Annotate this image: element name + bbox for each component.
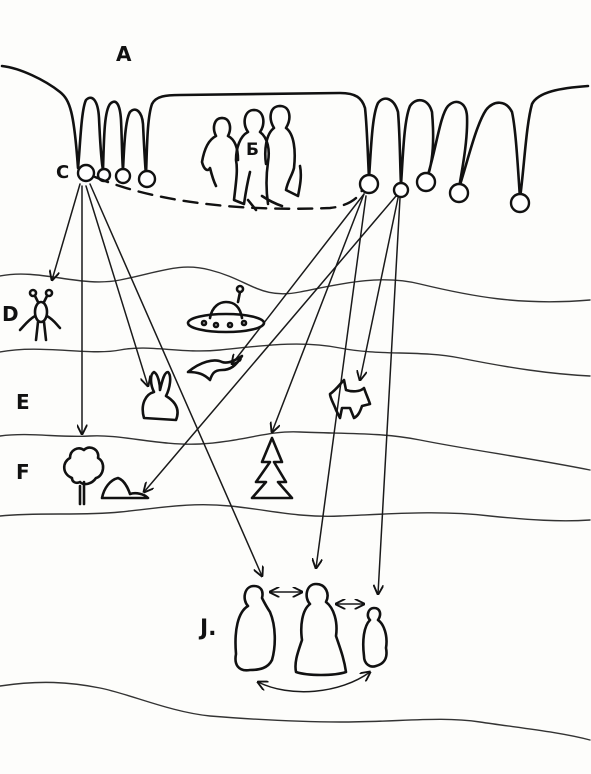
drop-3 (114, 167, 132, 185)
left-hub-arrows (52, 183, 262, 576)
drop-8 (448, 182, 470, 204)
layer-line-2 (0, 343, 591, 377)
fox-icon (328, 378, 372, 420)
label-j: J. (200, 616, 217, 641)
drop-4 (137, 169, 157, 189)
fir-tree-icon (250, 436, 294, 500)
drop-right-hub (358, 173, 380, 195)
ceiling-outline (0, 64, 590, 200)
child-figure-icon (361, 606, 388, 668)
ufo-icon (186, 284, 266, 334)
rock-icon (100, 476, 150, 500)
tree-icon (62, 446, 105, 506)
bird-icon (186, 354, 244, 382)
label-e: E (16, 390, 30, 414)
drop-7 (415, 171, 437, 193)
label-b: Б (246, 140, 259, 160)
dashed-arc (93, 175, 364, 210)
layer-line-5 (0, 681, 591, 741)
rabbit-icon (141, 370, 179, 422)
adult-figure-icon (234, 584, 277, 672)
drop-9 (509, 192, 531, 214)
drop-6 (392, 181, 410, 199)
family-relation-arrows (258, 592, 370, 693)
label-c: C (56, 162, 70, 183)
layer-line-1 (0, 266, 591, 303)
layer-line-4 (0, 504, 591, 522)
label-f: F (16, 460, 30, 484)
standing-figures-group (200, 104, 303, 212)
label-a: A (116, 42, 132, 66)
label-d: D (2, 302, 19, 326)
person-with-antenna-icon (18, 288, 62, 342)
robed-figure-icon (294, 582, 348, 677)
layer-line-3 (0, 431, 591, 471)
drop-c-left (76, 163, 96, 183)
